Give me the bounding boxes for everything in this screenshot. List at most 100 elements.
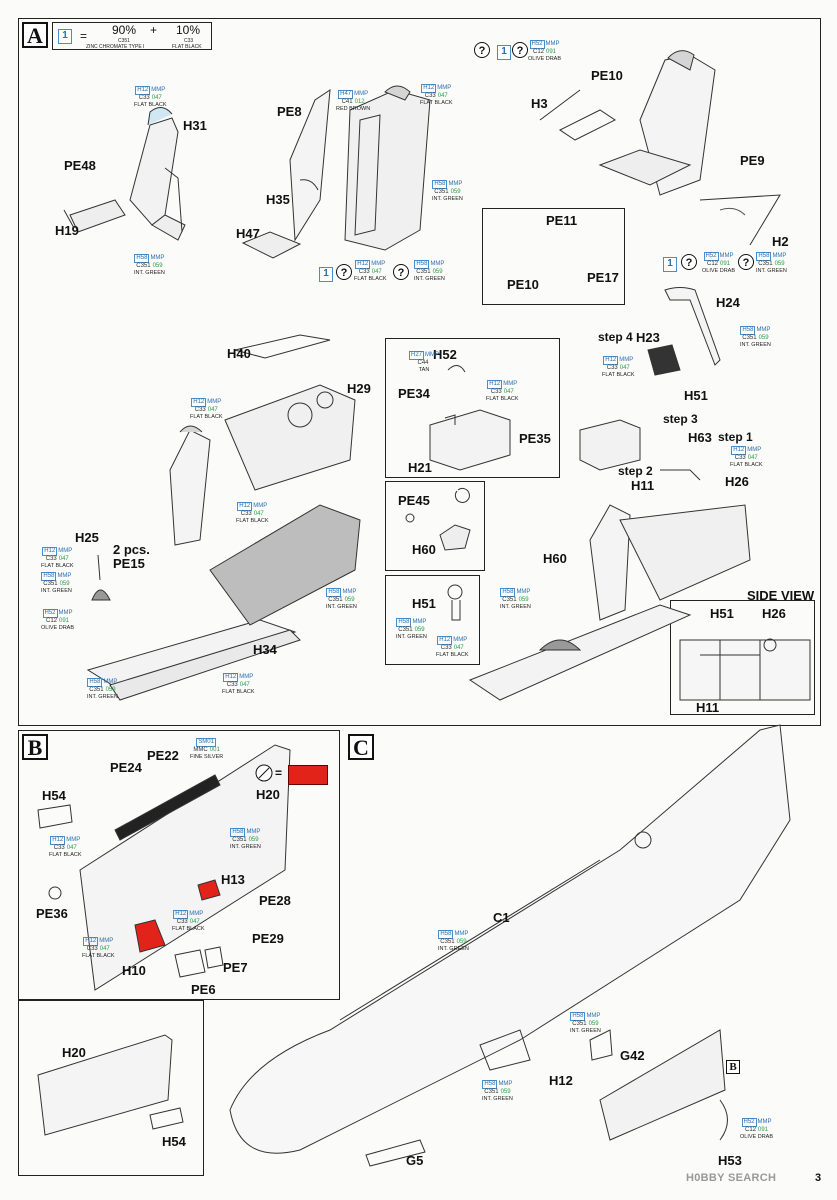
h20-red-swatch — [288, 765, 328, 785]
option-marker: 1 — [319, 267, 333, 282]
label-h10: H10 — [122, 963, 146, 978]
label-h26b: H26 — [762, 606, 786, 621]
question-icon: ? — [393, 264, 409, 280]
section-a-frame — [18, 18, 821, 726]
label-h2: H2 — [772, 234, 789, 249]
label-step4: step 4 — [598, 330, 633, 344]
label-h21: H21 — [408, 460, 432, 475]
label-h11b: H11 — [696, 700, 720, 715]
label-step1: step 1 — [718, 430, 753, 444]
label-pe11: PE11 — [546, 213, 578, 228]
side-view-frame — [670, 600, 815, 715]
label-pe28: PE28 — [259, 893, 291, 908]
label-two-pcs: 2 pcs. — [113, 542, 150, 557]
section-c-badge: C — [348, 734, 374, 760]
question-icon: ? — [681, 254, 697, 270]
section-a-badge: A — [22, 22, 48, 48]
legend-name2: FLAT BLACK — [172, 44, 202, 50]
label-pe10b: PE10 — [507, 277, 539, 292]
label-h52: H52 — [433, 347, 457, 362]
label-pe8: PE8 — [277, 104, 302, 119]
label-g42: G42 — [620, 1048, 645, 1063]
legend-option: 1 — [58, 29, 72, 44]
label-h60b: H60 — [543, 551, 567, 566]
label-h11: H11 — [631, 478, 655, 493]
inset-pe45-frame — [385, 481, 485, 571]
section-b-panel-drawing — [37, 744, 291, 991]
label-pe10: PE10 — [591, 68, 623, 83]
label-pe29: PE29 — [252, 931, 284, 946]
section-b-sub-frame — [18, 1000, 204, 1176]
label-h13: H13 — [221, 872, 245, 887]
label-h54: H54 — [42, 788, 66, 803]
question-icon: ? — [474, 42, 490, 58]
color-legend — [52, 22, 212, 50]
label-pe36: PE36 — [36, 906, 68, 921]
question-icon: ? — [512, 42, 528, 58]
label-h60: H60 — [412, 542, 436, 557]
label-pe34: PE34 — [398, 386, 430, 401]
label-h20b: H20 — [62, 1045, 86, 1060]
inset-battery-frame — [385, 338, 560, 478]
seat-h31-drawing — [63, 107, 186, 241]
watermark: H0BBY SEARCH — [686, 1172, 777, 1184]
label-h63: H63 — [688, 430, 712, 445]
label-pe45: PE45 — [398, 493, 430, 508]
section-b-frame — [18, 730, 340, 1000]
label-h20: H20 — [256, 787, 280, 802]
cockpit-floor-drawing — [86, 334, 361, 701]
right-cockpit-drawing — [468, 287, 751, 701]
pe45-h60-drawing — [405, 487, 471, 551]
label-pe7: PE7 — [223, 960, 248, 975]
label-step3: step 3 — [663, 412, 698, 426]
label-h12: H12 — [549, 1073, 573, 1088]
label-h51: H51 — [412, 596, 436, 611]
label-pe15: PE15 — [113, 556, 145, 571]
label-pe35: PE35 — [519, 431, 551, 446]
legend-equals: = — [80, 29, 88, 43]
label-h31: H31 — [183, 118, 207, 133]
option-marker: 1 — [663, 257, 677, 272]
label-pe9: PE9 — [740, 153, 765, 168]
label-c1: C1 — [493, 910, 510, 925]
inset-pe11-frame — [482, 208, 625, 305]
label-pe24: PE24 — [110, 760, 142, 775]
option-marker: 1 — [497, 45, 511, 60]
label-h51c: H51 — [710, 606, 734, 621]
label-h40: H40 — [227, 346, 251, 361]
seat-h35-drawing — [241, 85, 431, 259]
label-h53: H53 — [718, 1153, 742, 1168]
label-h23: H23 — [636, 330, 660, 345]
legend-code1: C351 — [118, 38, 130, 44]
legend-code2: C33 — [184, 38, 194, 44]
battery-drawing — [429, 365, 641, 471]
question-icon: ? — [336, 264, 352, 280]
